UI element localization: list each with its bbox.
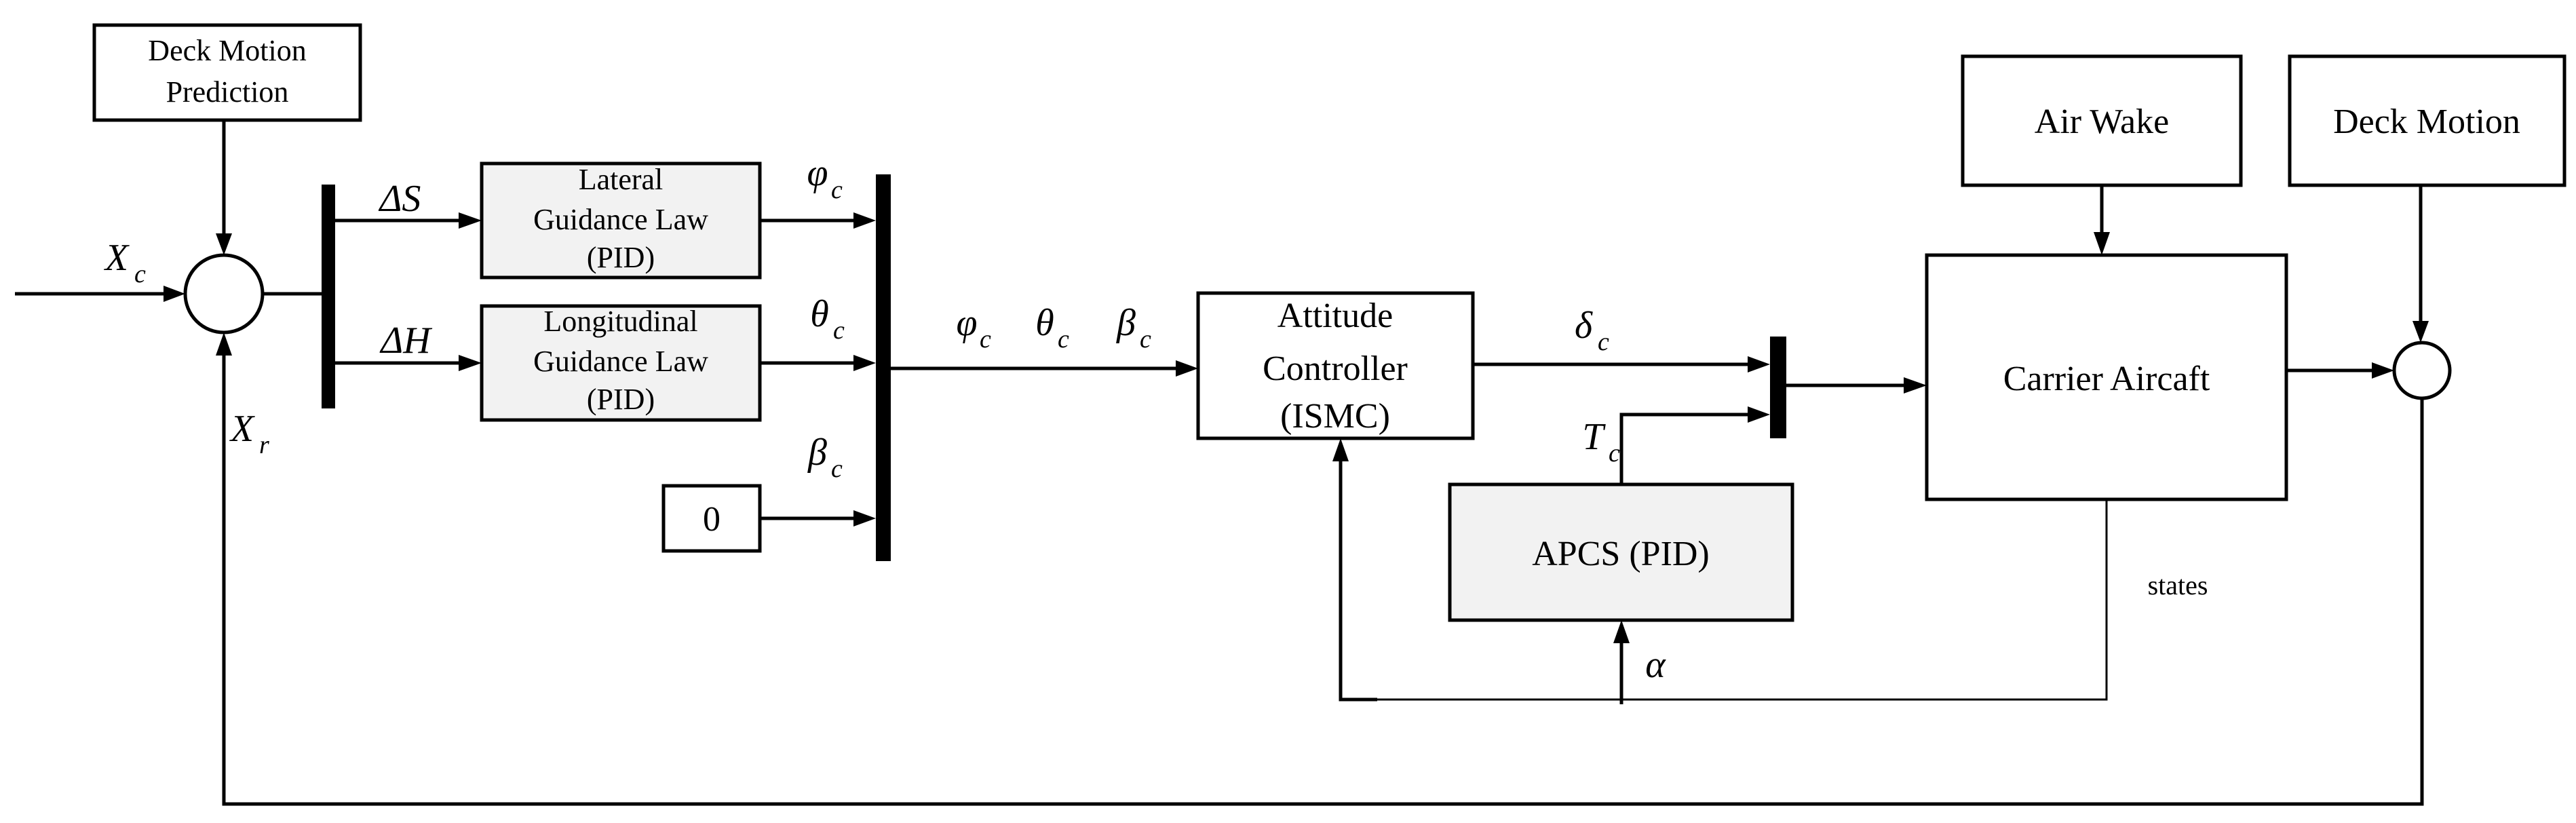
longitudinal-guidance-label-2: Guidance Law [533,345,708,378]
guidance-demux-bar [322,185,335,408]
svg-text:c: c [833,316,845,345]
deck-motion-block: Deck Motion [2288,54,2567,187]
svg-text:φ: φ [807,152,828,194]
svg-text:X: X [229,408,256,450]
lateral-guidance-label-2: Guidance Law [533,203,708,236]
attitude-controller-label-2: Controller [1263,349,1408,388]
svg-text:θ: θ [810,293,829,335]
attitude-controller-label-3: (ISMC) [1280,397,1390,436]
carrier-aircraft-block: Carrier Aircaft [1925,253,2288,501]
svg-text:c: c [831,176,843,204]
zero-input-block: 0 [661,484,762,553]
carrier-aircraft-label: Carrier Aircaft [2003,360,2210,398]
svg-text:θ: θ [1035,302,1054,344]
svg-text:c: c [831,455,843,483]
signal-delta-h-label: ΔH [379,320,432,362]
signal-phi-c-bus-label: φ c [957,302,991,353]
signal-tc-label: T c [1582,416,1620,467]
lateral-guidance-label-1: Lateral [579,163,664,196]
deck-motion-prediction-label-2: Prediction [166,75,289,109]
signal-alpha-label: α [1645,644,1666,686]
lateral-guidance-label-3: (PID) [587,241,655,274]
apcs-block: APCS (PID) [1448,482,1794,622]
deck-motion-prediction-block: Deck Motion Prediction [92,23,362,122]
air-wake-label: Air Wake [2035,102,2169,141]
deck-motion-prediction-label-1: Deck Motion [148,34,306,67]
signal-phi-c-lateral-label: φ c [807,152,843,204]
air-wake-block: Air Wake [1961,54,2243,187]
signal-delta-c-label: δ c [1575,305,1609,356]
command-mux-bar [876,174,891,561]
svg-text:δ: δ [1575,305,1593,347]
lateral-guidance-law-block: Lateral Guidance Law (PID) [480,161,762,280]
svg-text:β: β [1116,302,1136,344]
svg-text:c: c [134,260,146,288]
svg-text:c: c [1598,328,1609,356]
signal-theta-c-bus-label: θ c [1035,302,1069,353]
svg-text:X: X [104,237,130,279]
svg-text:c: c [1609,439,1620,467]
signal-beta-c-bus-label: β c [1116,302,1151,353]
attitude-controller-label-1: Attitude [1277,296,1393,335]
apcs-label: APCS (PID) [1532,535,1710,573]
longitudinal-guidance-law-block: Longitudinal Guidance Law (PID) [480,304,762,422]
zero-input-label: 0 [703,500,720,539]
longitudinal-guidance-label-3: (PID) [587,383,655,416]
signal-delta-s-label: ΔS [379,178,421,220]
signal-beta-c-zero-label: β c [807,432,843,483]
deck-motion-label: Deck Motion [2333,102,2520,141]
control-mux-bar [1770,337,1786,438]
svg-text:T: T [1582,416,1606,458]
signal-xc-label: X c [104,237,146,288]
signal-theta-c-longitudinal-label: θ c [810,293,845,345]
svg-text:β: β [807,432,827,474]
wires [15,120,2429,806]
svg-text:φ: φ [957,302,978,344]
svg-text:c: c [1058,325,1069,353]
longitudinal-guidance-label-1: Longitudinal [543,305,697,338]
svg-text:c: c [980,325,991,353]
signal-xr-label: X r [229,408,269,459]
output-summing-junction [2392,341,2452,400]
svg-text:c: c [1140,325,1151,353]
svg-text:r: r [259,431,269,459]
attitude-controller-block: Attitude Controller (ISMC) [1196,291,1475,440]
signal-states-label: states [2148,570,2208,600]
input-summing-junction [183,253,265,334]
